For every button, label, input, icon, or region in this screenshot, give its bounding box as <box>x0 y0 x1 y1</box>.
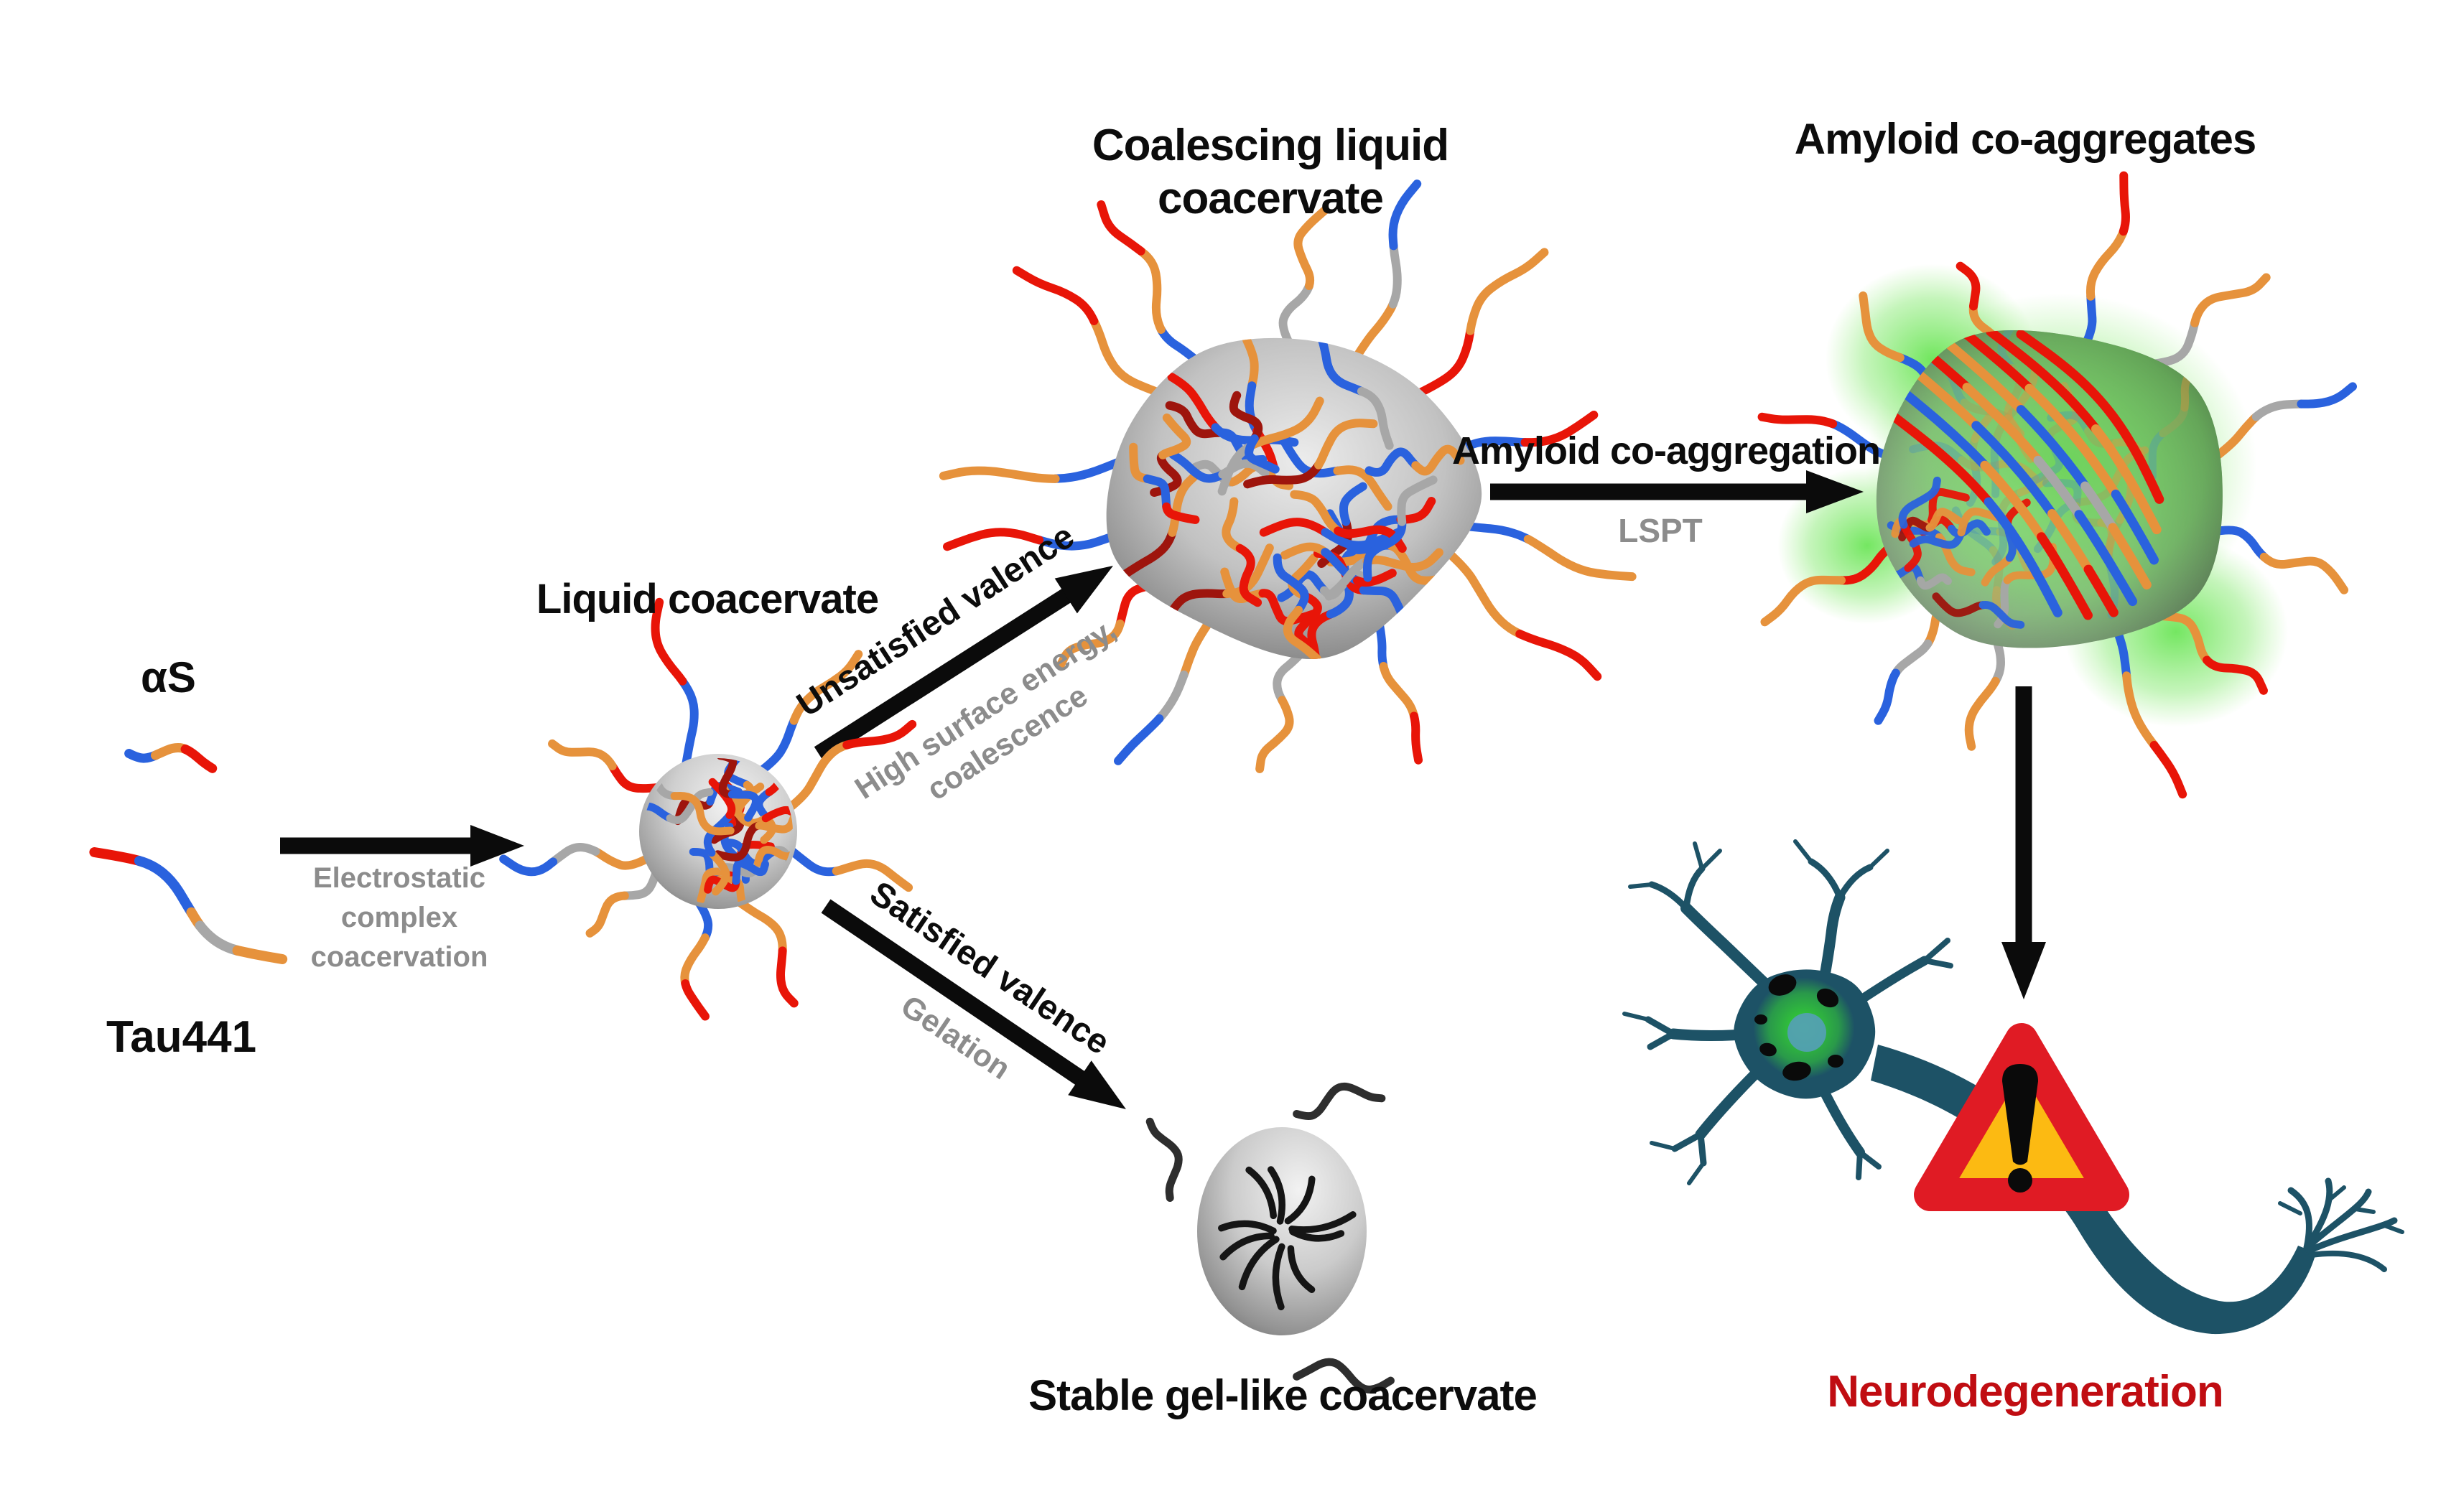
coalescing-coacervate-droplet <box>939 179 1637 773</box>
coalescing-coacervate-title: Coalescing liquid coacervate <box>1092 121 1449 224</box>
alpha-synuclein-label: αS <box>141 653 196 701</box>
amyloid-co-aggregate-droplet <box>1757 171 2358 799</box>
monomer-strands <box>89 743 288 964</box>
amyloid-co-aggregates-title: Amyloid co-aggregates <box>1794 115 2257 163</box>
warning-icon <box>1914 1023 2129 1211</box>
lspt-label: LSPT <box>1618 512 1703 549</box>
amyloid-co-aggregation-label: Amyloid co-aggregation <box>1451 429 1881 472</box>
gel-like-coacervate-droplet <box>1145 1082 1395 1394</box>
tau441-label: Tau441 <box>106 1012 257 1062</box>
gel-coacervate-title: Stable gel-like coacervate <box>1028 1371 1538 1419</box>
electrostatic-coacervation-label: Electrostatic complex coacervation <box>310 862 488 974</box>
process-arrows <box>280 470 2046 1109</box>
liquid-coacervate-title: Liquid coacervate <box>536 576 879 622</box>
neurodegeneration-title: Neurodegeneration <box>1827 1367 2223 1417</box>
liquid-coacervate-droplet <box>499 597 917 1021</box>
